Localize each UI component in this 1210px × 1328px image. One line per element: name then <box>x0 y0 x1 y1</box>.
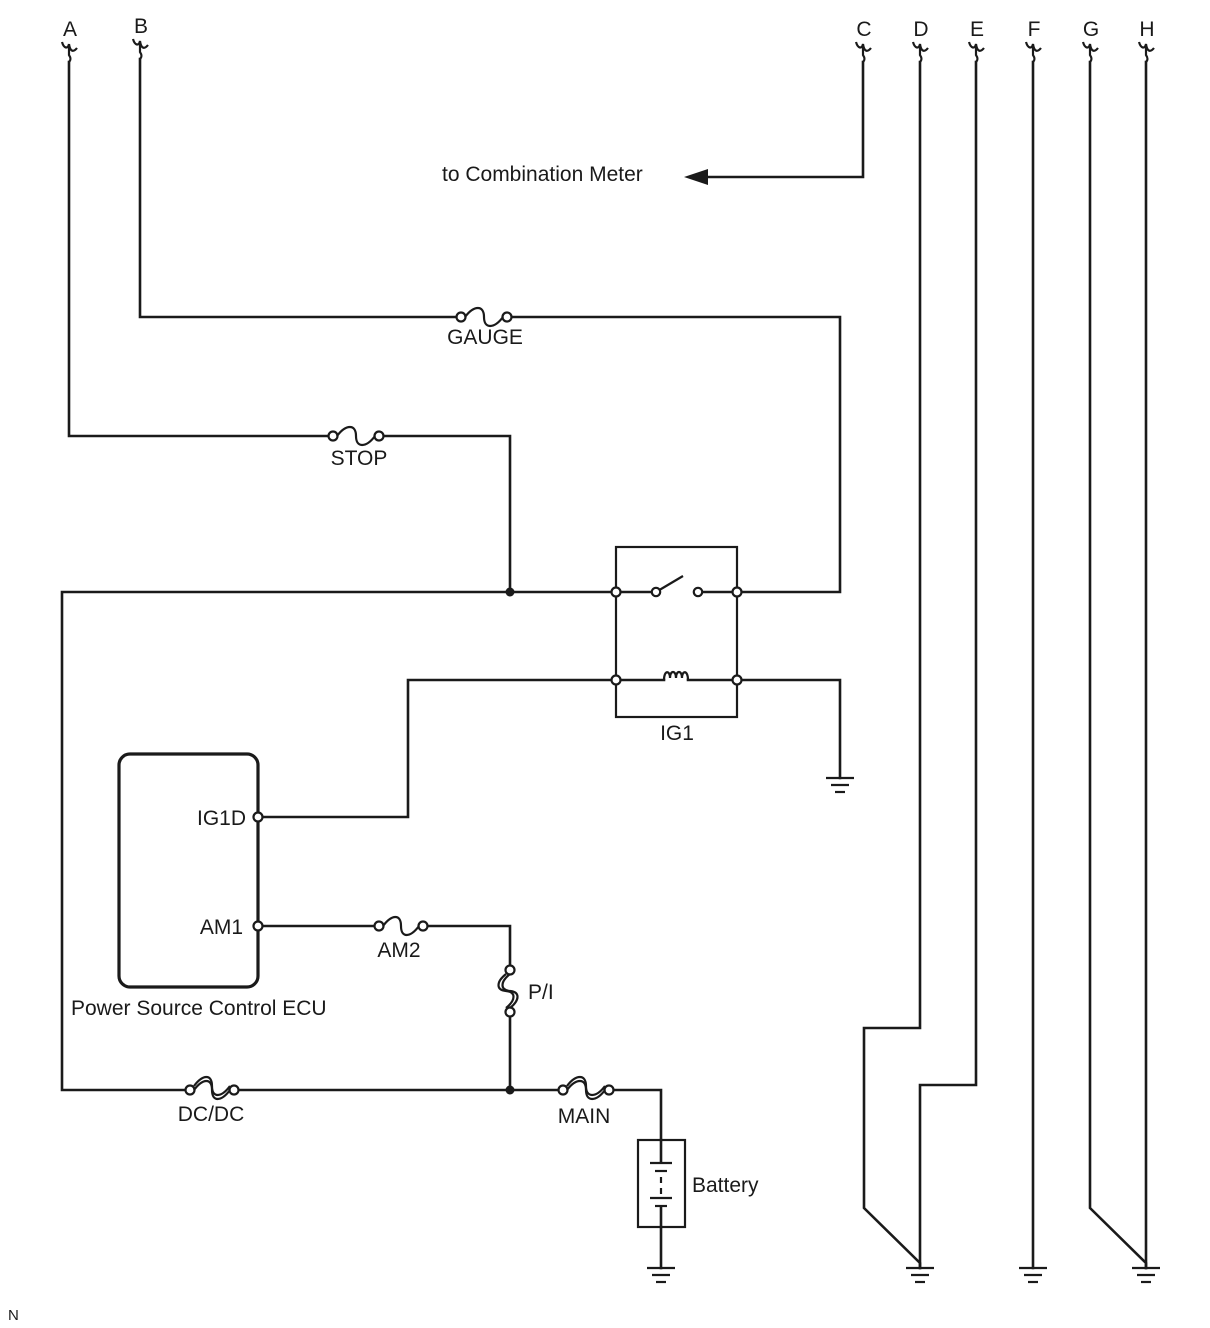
break-mark-g <box>1081 41 1099 63</box>
wire-c <box>698 60 865 179</box>
fuse-main <box>557 1075 615 1101</box>
ecu-pin-ig1d <box>252 811 264 823</box>
fuse-pi <box>497 964 519 1018</box>
ecu-pin-label-ig1d: IG1D <box>197 807 246 830</box>
wire-main-battery <box>607 1088 663 1142</box>
wire-main-bus <box>60 590 618 1092</box>
relay-ig1 <box>610 545 743 719</box>
wire-g <box>1088 60 1148 1270</box>
fuse-label-am2: AM2 <box>377 939 420 962</box>
fuse-label-main: MAIN <box>558 1105 611 1128</box>
arrow-head <box>684 169 708 185</box>
combination-meter-label: to Combination Meter <box>442 163 643 186</box>
ground-g-h <box>1132 1266 1160 1284</box>
connector-label-f: F <box>1028 18 1041 41</box>
wire-relay-ground <box>735 678 842 780</box>
connector-breaks <box>60 38 1155 63</box>
break-mark-e <box>967 41 985 63</box>
battery-label: Battery <box>692 1174 759 1197</box>
wire-stop-junction <box>377 434 512 594</box>
battery-symbol <box>636 1138 687 1229</box>
ecu-box <box>117 752 260 989</box>
relay-label-ig1: IG1 <box>660 722 694 745</box>
fuse-label-pi: P/I <box>528 981 554 1004</box>
connector-label-d: D <box>913 18 928 41</box>
ground-f <box>1019 1266 1047 1284</box>
ground-relay <box>826 776 854 794</box>
wire-gauge-relay <box>505 315 842 594</box>
fuse-am2 <box>373 915 429 937</box>
corner-mark: N <box>8 1307 19 1324</box>
break-mark-b <box>131 38 149 60</box>
connector-label-e: E <box>970 18 984 41</box>
fuse-dcdc <box>184 1075 240 1101</box>
fuse-stop <box>327 425 385 447</box>
connector-label-a: A <box>63 18 77 41</box>
ground-battery <box>647 1266 675 1284</box>
connector-label-c: C <box>856 18 871 41</box>
connector-label-b: B <box>134 15 148 38</box>
ecu-pin-label-am1: AM1 <box>200 916 243 939</box>
break-mark-h <box>1137 41 1155 63</box>
break-mark-f <box>1024 41 1042 63</box>
connector-label-g: G <box>1083 18 1099 41</box>
fuse-label-gauge: GAUGE <box>447 326 523 349</box>
break-mark-c <box>854 41 872 63</box>
connector-label-h: H <box>1139 18 1154 41</box>
break-mark-d <box>911 41 929 63</box>
wire-ig1d <box>256 678 618 819</box>
wire-d <box>862 60 922 1270</box>
break-mark-a <box>60 41 78 63</box>
wire-e <box>918 60 978 1270</box>
wire-a <box>67 60 335 438</box>
wire-b <box>138 57 463 319</box>
fuse-gauge <box>455 306 513 328</box>
fuse-label-stop: STOP <box>331 447 388 470</box>
wire-pi-upper <box>421 924 512 972</box>
ecu-name-label: Power Source Control ECU <box>71 997 327 1020</box>
fuse-label-dcdc: DC/DC <box>178 1103 245 1126</box>
ecu-pin-am1 <box>252 920 264 932</box>
ground-d-e <box>906 1266 934 1284</box>
junction-dot-bus <box>505 587 515 597</box>
junction-dot-main <box>505 1085 515 1095</box>
